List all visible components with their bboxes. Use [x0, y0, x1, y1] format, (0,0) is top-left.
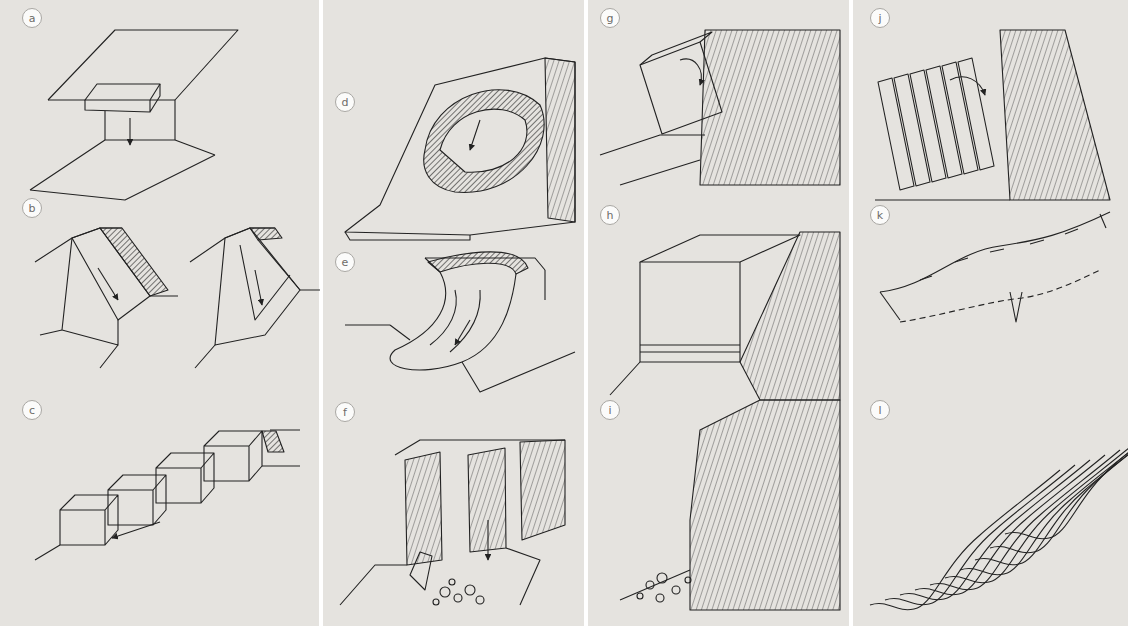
panel-letter: c: [29, 405, 35, 416]
column-dividers: [321, 0, 851, 626]
panel-letter: d: [342, 97, 349, 108]
folded-strata-sketch: [870, 399, 1128, 610]
panel-letter: a: [29, 13, 36, 24]
rotational-slide-sketch: [345, 58, 575, 240]
panel-letter: h: [607, 210, 614, 221]
panel-letter-badge: f: [335, 402, 355, 422]
flexural-topple-sketch: [875, 30, 1110, 200]
panel-letter-badge: b: [22, 198, 42, 218]
panel-letter-badge: k: [870, 205, 890, 225]
panel-letter-badge: h: [600, 205, 620, 225]
block-slide-sketch: [35, 430, 300, 560]
panel-letter: b: [29, 203, 36, 214]
rock-fall-sketch: [30, 30, 238, 200]
rock-topple-fall-sketch: [340, 440, 565, 605]
panel-letter: f: [343, 407, 347, 418]
creep-sketch: [880, 212, 1110, 322]
panel-letter-badge: j: [870, 8, 890, 28]
earth-flow-sketch: [345, 252, 575, 392]
panel-letter: g: [607, 13, 614, 24]
panel-letter-badge: d: [335, 92, 355, 112]
panel-letter: l: [878, 405, 881, 416]
debris-slope-sketch: [620, 400, 840, 610]
panel-letter-badge: g: [600, 8, 620, 28]
panel-letter-badge: l: [870, 400, 890, 420]
panel-letter: i: [608, 405, 611, 416]
panel-letter-badge: c: [22, 400, 42, 420]
panel-letter-badge: a: [22, 8, 42, 28]
panel-letter: e: [342, 257, 349, 268]
panel-letter: j: [878, 13, 881, 24]
panel-letter: k: [877, 210, 883, 221]
panel-letter-badge: e: [335, 252, 355, 272]
translational-slide-sketch: [35, 228, 320, 368]
topple-block-sketch: [600, 30, 840, 185]
slab-slide-sketch: [610, 232, 840, 400]
panel-letter-badge: i: [600, 400, 620, 420]
